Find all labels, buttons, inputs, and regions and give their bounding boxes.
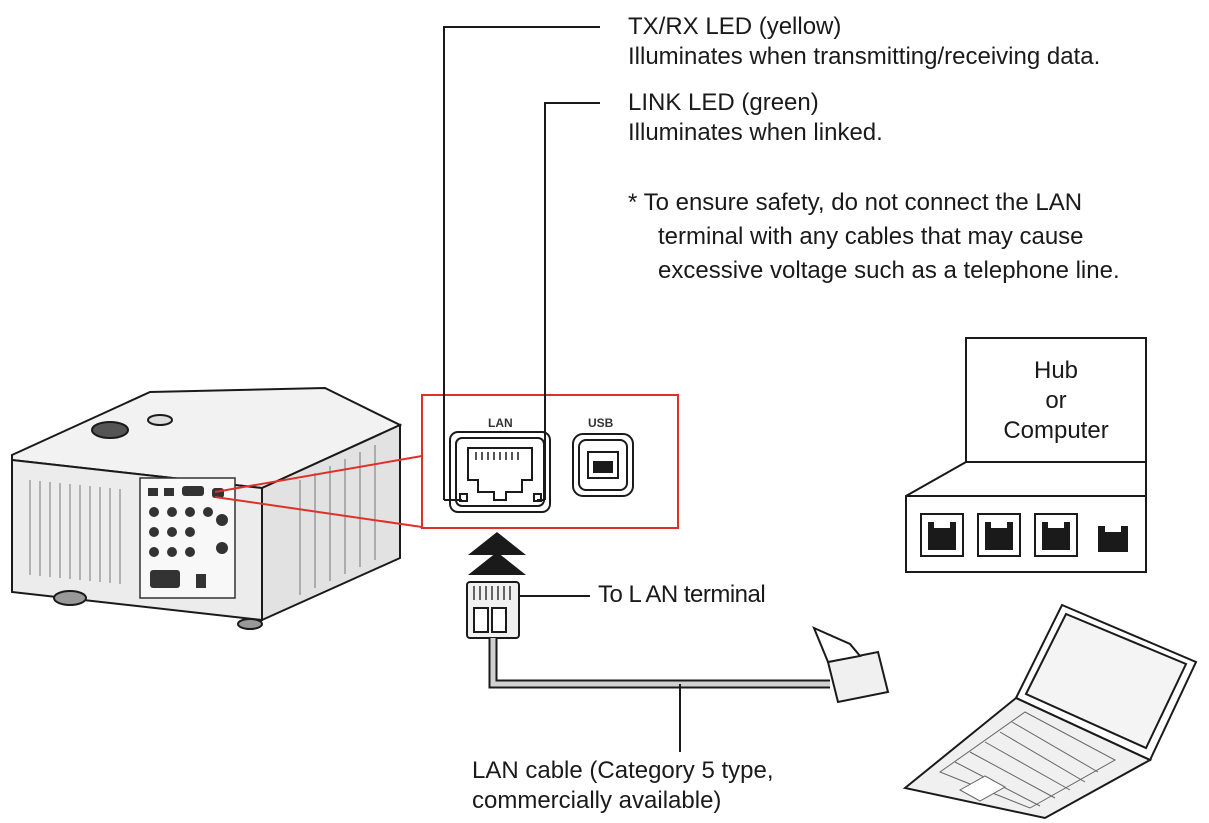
safety-note-line: * To ensure safety, do not connect the L… — [628, 189, 1083, 216]
hub-label-line: Computer — [1003, 417, 1109, 444]
link-leader-line — [544, 102, 600, 500]
projector-icon — [11, 386, 403, 630]
to-lan-terminal-label: To L AN terminal — [598, 581, 766, 608]
txrx-leader-line — [443, 26, 600, 500]
hub-label-line: Hub — [1033, 357, 1079, 384]
link-led-title: LINK LED (green) — [628, 89, 819, 116]
hub-label-line: or — [1045, 387, 1067, 414]
lan-cable — [488, 638, 830, 689]
zoom-line-bottom — [214, 496, 423, 528]
txrx-led-description: Illuminates when transmitting/receiving … — [628, 43, 1101, 70]
hub-icon — [905, 337, 1147, 573]
txrx-led-title: TX/RX LED (yellow) — [628, 13, 842, 40]
rj45-plug-icon — [466, 581, 520, 639]
up-arrow-icon — [468, 532, 526, 575]
lan-cable-label-line: LAN cable (Category 5 type, — [472, 757, 774, 784]
safety-note-line: terminal with any cables that may cause — [658, 223, 1084, 250]
rj45-plug-far-icon — [812, 626, 890, 704]
lan-cable-label-line: commercially available) — [472, 787, 722, 814]
usb-port-icon — [572, 433, 634, 497]
zoom-line-top — [214, 455, 423, 493]
safety-note-line: excessive voltage such as a telephone li… — [658, 257, 1120, 284]
lan-port-label: LAN — [488, 416, 513, 430]
usb-port-label: USB — [588, 416, 614, 430]
laptop-icon — [902, 603, 1198, 820]
link-led-description: Illuminates when linked. — [628, 119, 883, 146]
